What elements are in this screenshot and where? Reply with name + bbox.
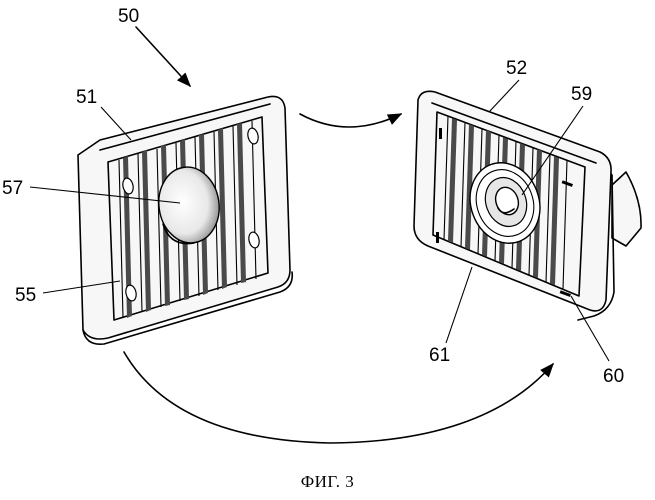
right-slot-2 — [436, 232, 439, 243]
arrow-50 — [136, 27, 190, 86]
label-50: 50 — [118, 6, 139, 27]
right-grille-part — [414, 91, 641, 320]
right-grille-bracket — [612, 172, 641, 246]
leader-52 — [489, 80, 519, 112]
figure-caption: ФИГ. 3 — [0, 472, 655, 492]
label-61: 61 — [429, 345, 450, 366]
label-55: 55 — [15, 285, 36, 306]
label-59: 59 — [571, 84, 592, 105]
bottom-curved-arrow — [124, 352, 553, 443]
left-grille-part — [78, 96, 292, 344]
leader-61 — [446, 267, 472, 343]
label-57: 57 — [2, 178, 23, 199]
label-52: 52 — [506, 58, 527, 79]
leader-51 — [101, 107, 131, 140]
label-60: 60 — [603, 366, 624, 387]
top-curved-arrow — [300, 114, 401, 127]
right-slot-1 — [439, 128, 442, 139]
label-51: 51 — [76, 87, 97, 108]
